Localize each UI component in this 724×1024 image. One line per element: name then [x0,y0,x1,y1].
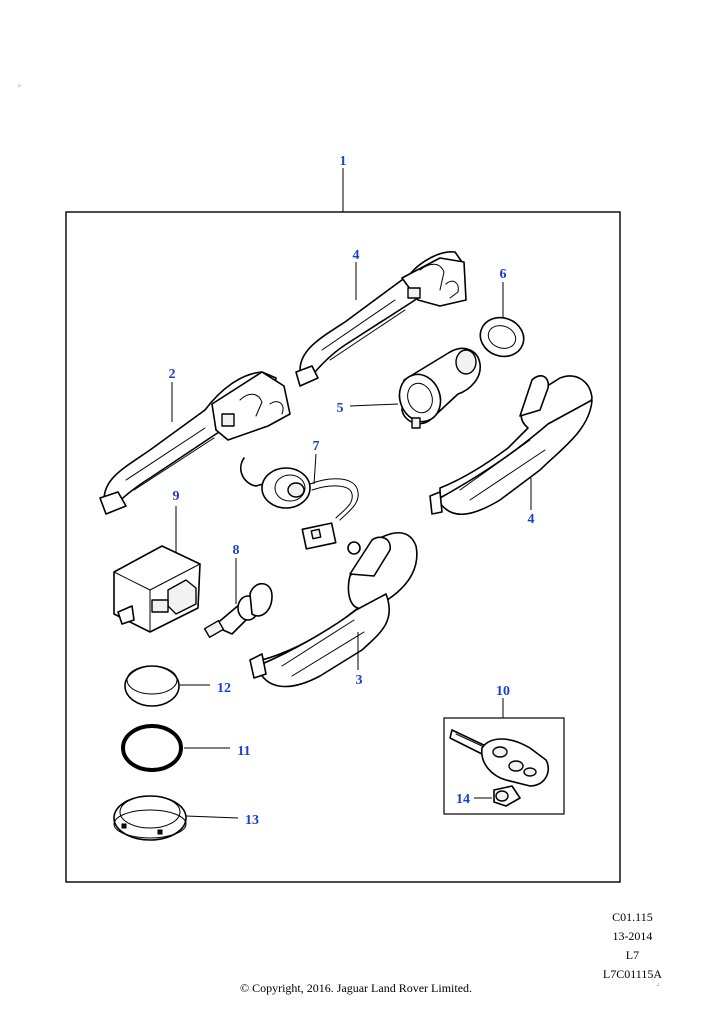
callout-8: 8 [233,543,240,558]
callout-12: 12 [217,681,231,696]
callout-7: 7 [313,439,320,454]
part-3-handle-lower [249,531,418,688]
callout-4-right: 4 [528,512,535,527]
callout-10: 10 [496,684,510,699]
leader-5 [349,403,399,407]
illustration-id: L7C01115A [602,967,662,981]
part-4-handle-right [429,375,593,515]
part-14-key-blade [493,785,521,807]
part-7-lock-cable [240,457,359,550]
part-9-module [113,545,201,633]
leader-7 [313,453,317,485]
part-4-handle-upper [295,251,467,387]
callout-1: 1 [340,154,347,169]
callout-13: 13 [245,813,259,828]
part-5-lock-barrel [398,347,481,429]
callout-11: 11 [237,744,250,759]
part-6-bezel [479,316,525,358]
part-12-cap [124,665,180,707]
callout-4-upper: 4 [353,248,360,263]
reference-code: C01.115 [612,910,653,924]
callout-6: 6 [500,267,507,282]
leader-13 [185,815,239,819]
corner-mark-bottom-right: ⌟ [656,978,660,987]
callout-9: 9 [173,489,180,504]
part-8-key-cylinder [203,582,273,639]
reference-level: L7 [625,948,640,962]
reference-date: 13-2014 [612,929,653,943]
reference-block: C01.115 13-2014 L7 L7C01115A [603,908,662,984]
callout-14: 14 [456,792,470,807]
part-11-o-ring [121,724,183,772]
part-13-retaining-ring [113,795,187,841]
part-2-handle-left [99,371,291,515]
part-10-remote-key [449,729,550,787]
key-box-frame [443,717,565,815]
callout-2: 2 [169,367,176,382]
copyright-notice: © Copyright, 2016. Jaguar Land Rover Lim… [239,981,473,995]
corner-mark-top-left: ⌜ [18,84,22,93]
callout-3: 3 [356,673,363,688]
callout-5: 5 [337,401,344,416]
